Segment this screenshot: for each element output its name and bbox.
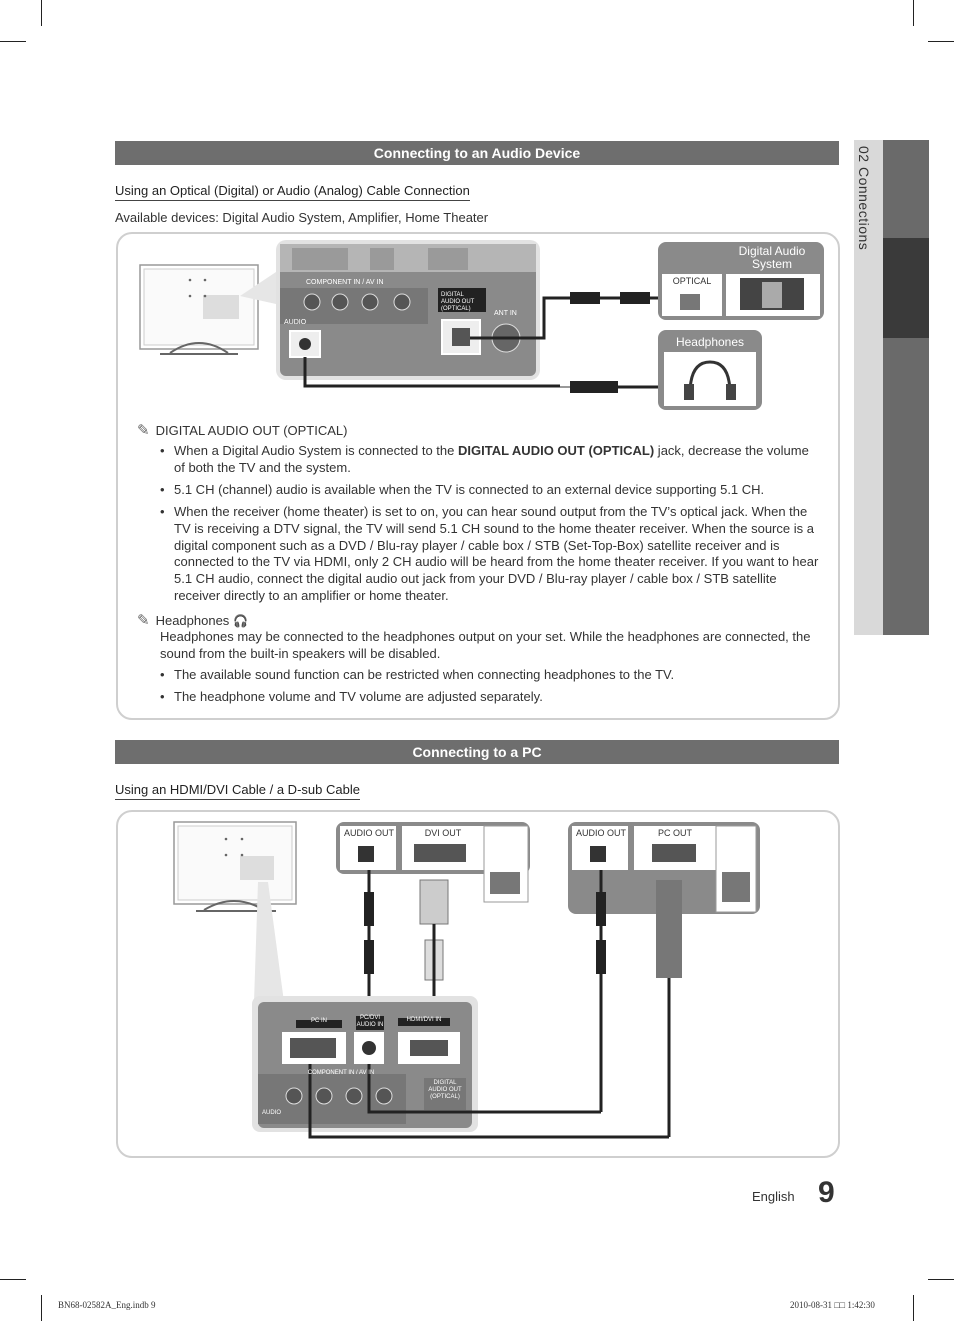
svg-text:AUDIO OUT: AUDIO OUT xyxy=(441,299,475,305)
tv-illustration xyxy=(139,264,259,355)
file-info: BN68-02582A_Eng.indb 9 xyxy=(58,1300,156,1310)
component-label: COMPONENT IN / AV IN xyxy=(307,1070,375,1076)
pc-subtitle: Using an HDMI/DVI Cable / a D-sub Cable xyxy=(115,782,360,800)
crop-mark xyxy=(0,41,26,42)
svg-text:DIGITAL: DIGITAL xyxy=(441,292,465,298)
note-headphones: ✎ Headphones 🎧 xyxy=(137,612,248,630)
svg-text:COMPONENT IN / AV IN: COMPONENT IN / AV IN xyxy=(306,279,384,286)
crop-mark xyxy=(913,0,914,26)
svg-text:AUDIO: AUDIO xyxy=(284,319,307,326)
note-pencil-icon: ✎ xyxy=(137,422,150,439)
note-heading: DIGITAL AUDIO OUT (OPTICAL) xyxy=(155,423,348,438)
bullet-item: • The available sound function can be re… xyxy=(160,667,675,682)
svg-text:(OPTICAL): (OPTICAL) xyxy=(441,306,471,312)
audio-out-label-2: AUDIO OUT xyxy=(575,828,626,838)
audio-label: AUDIO xyxy=(262,1110,282,1116)
optical-label: OPTICAL xyxy=(672,276,712,286)
footer-language: English xyxy=(752,1189,795,1204)
audio-subtitle: Using an Optical (Digital) or Audio (Ana… xyxy=(115,183,470,201)
audio-out-label-1: AUDIO OUT xyxy=(343,828,394,838)
side-tab-dark xyxy=(883,140,929,635)
pc-in-label: PC IN xyxy=(310,1018,327,1024)
bullet-item: • 5.1 CH (channel) audio is available wh… xyxy=(160,482,765,497)
pc-section-title: Connecting to a PC xyxy=(115,740,839,764)
digital-audio-system-label: Digital Audio System xyxy=(738,244,806,271)
pc-dvi-audio-in-label: PC/DVI AUDIO IN xyxy=(356,1015,384,1028)
hdmi-dvi-in-label: HDMI/DVI IN xyxy=(406,1017,442,1023)
crop-mark xyxy=(928,41,954,42)
headphones-label: Headphones xyxy=(675,335,745,349)
crop-mark xyxy=(928,1279,954,1280)
page-number: 9 xyxy=(818,1176,835,1209)
svg-text:ANT IN: ANT IN xyxy=(494,310,517,317)
available-devices: Available devices: Digital Audio System,… xyxy=(115,210,489,225)
note-digital-audio-out: ✎ DIGITAL AUDIO OUT (OPTICAL) xyxy=(137,422,347,439)
crop-mark xyxy=(41,0,42,26)
side-tab-active xyxy=(883,238,929,338)
digital-audio-out-label: DIGITAL AUDIO OUT (OPTICAL) xyxy=(428,1080,462,1100)
tv-illustration xyxy=(173,821,297,912)
dvi-out-label: DVI OUT xyxy=(424,828,462,838)
headphones-icon: 🎧 xyxy=(232,614,248,628)
crop-mark xyxy=(0,1279,26,1280)
audio-section-title: Connecting to an Audio Device xyxy=(115,141,839,165)
crop-mark xyxy=(41,1295,42,1321)
timestamp: 2010-08-31 □□ 1:42:30 xyxy=(790,1300,875,1310)
side-tab-label: 02 Connections xyxy=(856,146,872,251)
crop-mark xyxy=(913,1295,914,1321)
side-tab xyxy=(854,140,883,635)
note-heading: Headphones xyxy=(155,613,230,628)
note-pencil-icon: ✎ xyxy=(137,612,150,629)
pc-out-label: PC OUT xyxy=(657,828,692,838)
bullet-item: • When the receiver (home theater) is se… xyxy=(160,504,819,603)
bullet-item: • The headphone volume and TV volume are… xyxy=(160,689,543,704)
headphones-body: Headphones may be connected to the headp… xyxy=(160,629,811,661)
audio-connection-diagram: COMPONENT IN / AV IN AUDIO DIGITAL AUDIO… xyxy=(139,240,824,410)
pc-connection-diagram xyxy=(173,821,760,1139)
bullet-item: • When a Digital Audio System is connect… xyxy=(160,443,809,475)
